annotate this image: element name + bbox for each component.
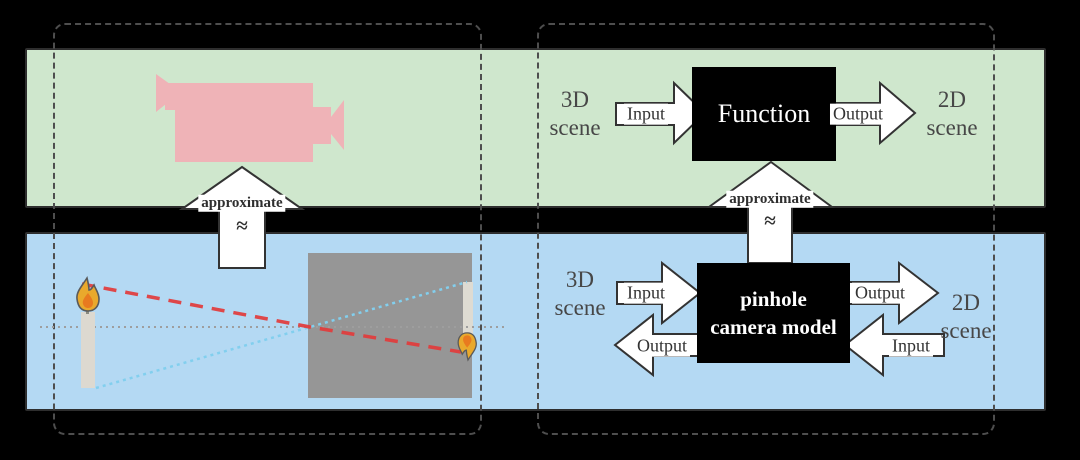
- approximate-up-arrow-left: [178, 165, 306, 269]
- approx-symbol-left: ≈: [236, 213, 248, 238]
- input-arrow-bottom-left-label: Input: [624, 282, 668, 304]
- red-dashed-ray: [81, 282, 462, 354]
- model-group-outline: [537, 23, 995, 435]
- input-arrow-bottom-right-label: Input: [889, 335, 933, 357]
- real-world-group-outline: [53, 23, 482, 435]
- input-arrow-top-label: Input: [624, 103, 668, 125]
- output-arrow-top-label: Output: [829, 103, 887, 125]
- approx-symbol-right: ≈: [764, 208, 776, 233]
- function-box: Function: [692, 67, 836, 161]
- scene-label-2d-bottom: 2D scene: [940, 290, 992, 343]
- scene-label-2d-top: 2D scene: [926, 87, 978, 140]
- function-box-label: Function: [717, 99, 811, 128]
- scene-label-3d-bottom: 3D scene: [554, 267, 606, 320]
- candle-icon: [81, 312, 95, 388]
- flame-icon: [76, 277, 100, 312]
- pinhole-box-label-line1: pinhole: [740, 287, 807, 311]
- pinhole-box-label-line2: camera model: [710, 315, 837, 339]
- approximate-label-right: approximate: [726, 190, 814, 208]
- approximate-label-left: approximate: [198, 194, 286, 212]
- output-arrow-bottom-right-label: Output: [851, 282, 909, 304]
- video-camera-icon: [156, 74, 344, 162]
- pinhole-camera-model-box: pinhole camera model: [697, 263, 850, 363]
- pinhole-optics-diagram: [40, 253, 504, 398]
- blue-dotted-ray: [95, 280, 468, 390]
- image-plane-strip: [463, 282, 473, 338]
- scene-label-3d-top: 3D scene: [549, 87, 601, 140]
- camera-obscura-box: [308, 253, 472, 398]
- output-arrow-bottom-left-label: Output: [633, 335, 691, 357]
